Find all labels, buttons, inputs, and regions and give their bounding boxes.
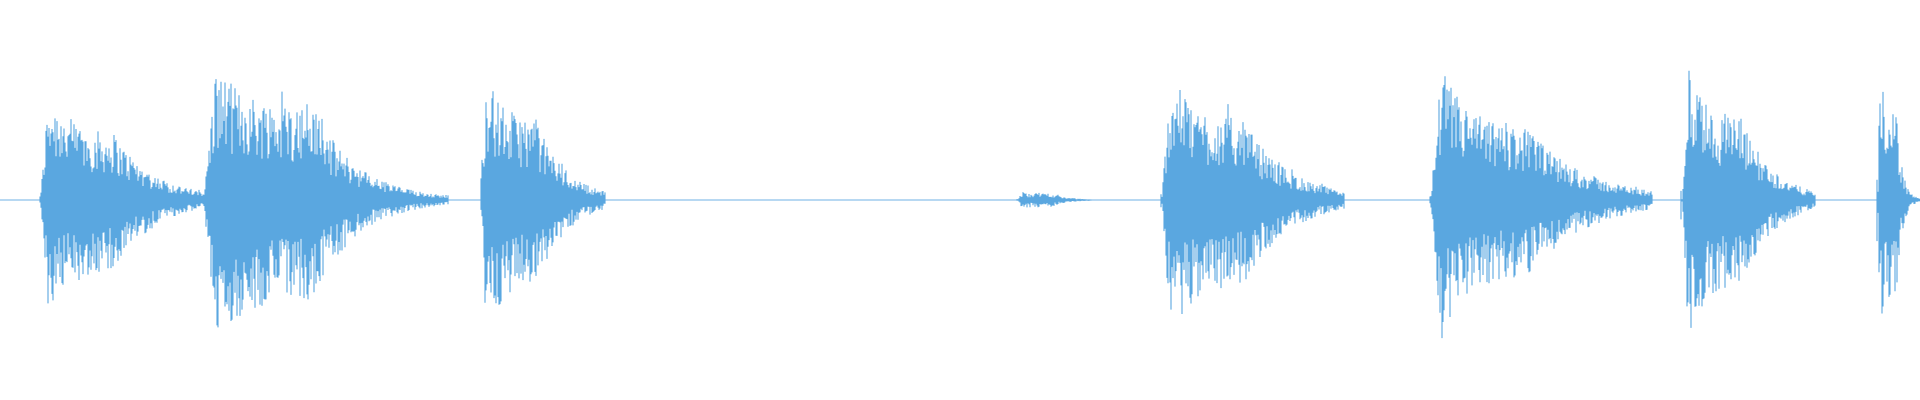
waveform-burst — [39, 118, 209, 304]
waveform-burst — [1680, 70, 1816, 328]
waveform-burst — [1429, 76, 1653, 339]
waveform-burst — [1160, 90, 1345, 314]
waveform-burst — [1016, 192, 1092, 208]
waveform-burst — [480, 91, 606, 305]
waveform-burst — [1876, 91, 1920, 314]
waveform-burst — [202, 79, 449, 328]
